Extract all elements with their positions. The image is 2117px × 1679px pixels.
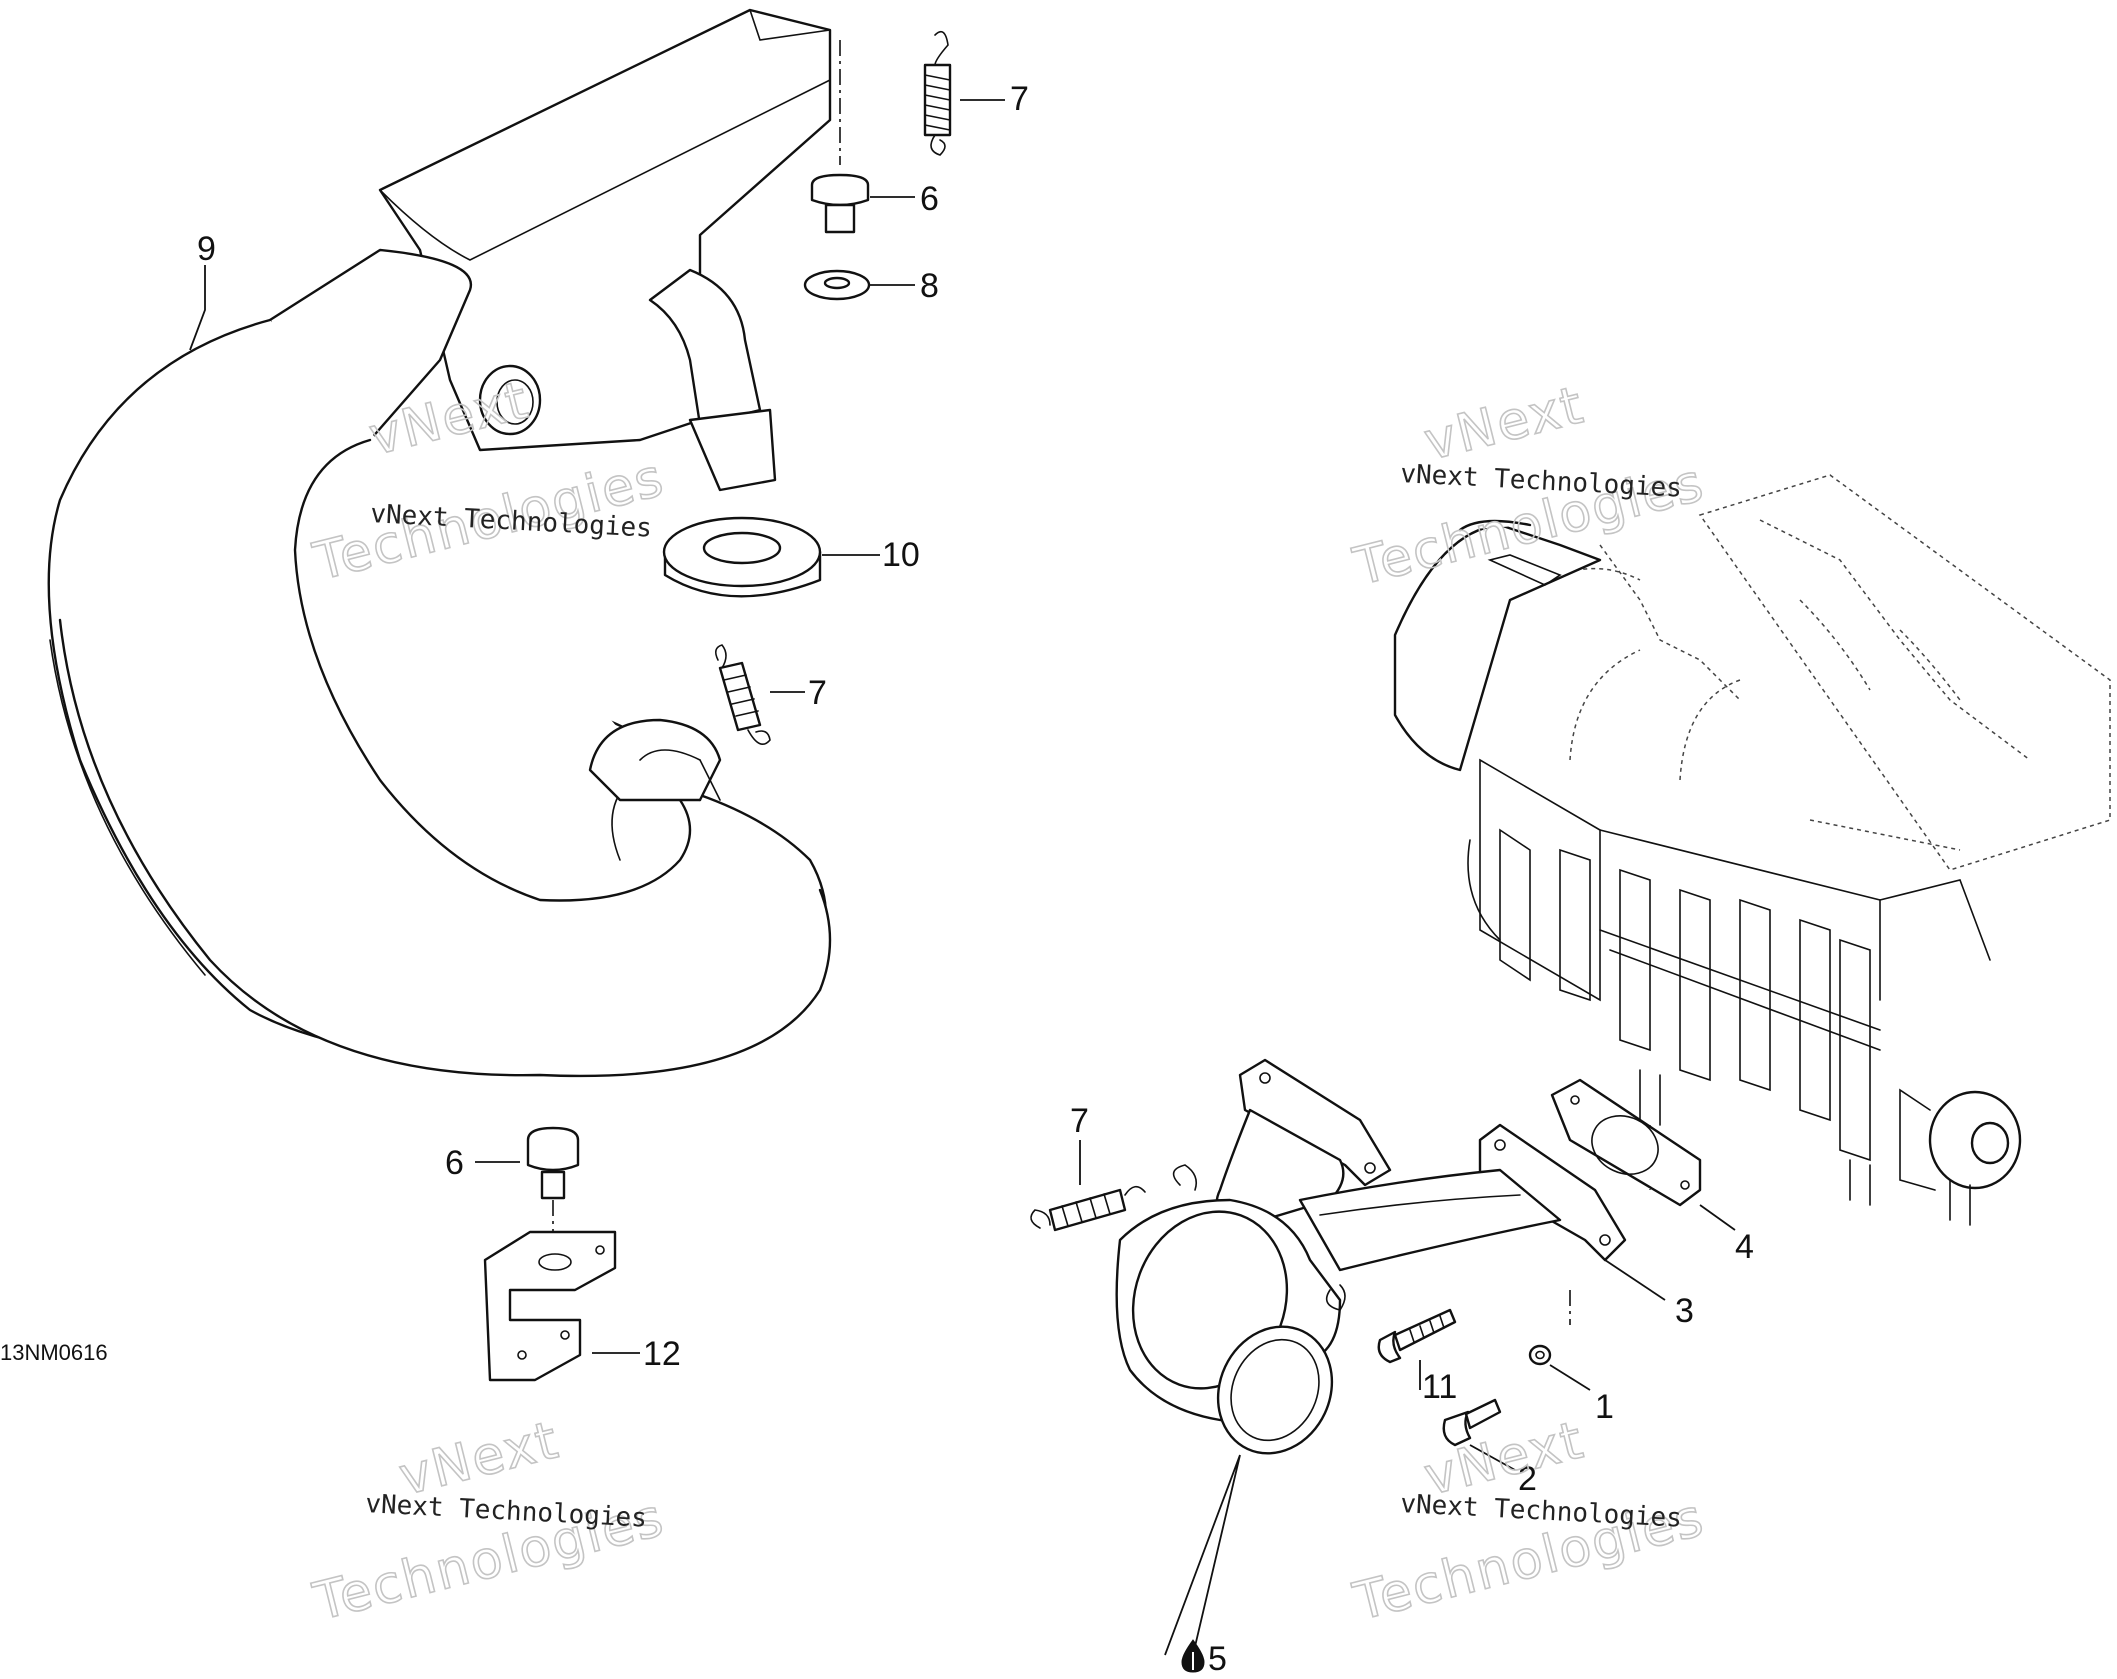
rubber-ring-10	[662, 516, 822, 598]
callout-11: 11	[1422, 1368, 1457, 1406]
screw-2	[1442, 1398, 1502, 1447]
exhaust-pipe-9	[47, 8, 832, 1078]
callout-7-top: 7	[1010, 80, 1029, 118]
callout-9: 9	[197, 230, 216, 268]
spring-7-middle	[714, 644, 771, 746]
engine-assembly	[1393, 474, 2111, 1226]
callout-6-top: 6	[920, 180, 939, 218]
callout-2: 2	[1518, 1460, 1537, 1498]
watermark-bottom-right: vNext Technologies vNext Technologies	[1347, 1409, 1711, 1633]
exhaust-manifold-3	[1115, 1058, 1627, 1455]
callout-12: 12	[643, 1335, 681, 1373]
callout-labels: 9 7 6 8 10 7 6 12 7 4 3 11 1 2 5	[197, 80, 1754, 1678]
callout-7-middle: 7	[808, 674, 827, 712]
callout-8: 8	[920, 267, 939, 305]
gasket-4	[1550, 1078, 1702, 1207]
callout-3: 3	[1675, 1292, 1694, 1330]
callout-5: 5	[1208, 1640, 1227, 1678]
callout-7-lower: 7	[1070, 1102, 1089, 1140]
washer-8	[803, 269, 871, 301]
spring-7-lower	[1030, 1185, 1146, 1232]
leader-lines	[189, 40, 1736, 1656]
spring-7-top	[923, 30, 952, 156]
damper-6-top	[810, 173, 870, 234]
callout-4: 4	[1735, 1228, 1754, 1266]
bolt-11	[1377, 1308, 1457, 1364]
callout-1: 1	[1595, 1388, 1614, 1426]
watermark-vnext: vNext	[1419, 375, 1591, 472]
watermark-bottom-left: vNext Technologies vNext Technologies	[307, 1409, 671, 1633]
oil-drop-icon	[1181, 1639, 1205, 1673]
callout-6-lower: 6	[445, 1144, 464, 1182]
bracket-12	[483, 1230, 617, 1382]
washer-1	[1528, 1290, 1571, 1366]
callout-10: 10	[882, 536, 920, 574]
figure-code: 13NM0616	[0, 1340, 108, 1365]
